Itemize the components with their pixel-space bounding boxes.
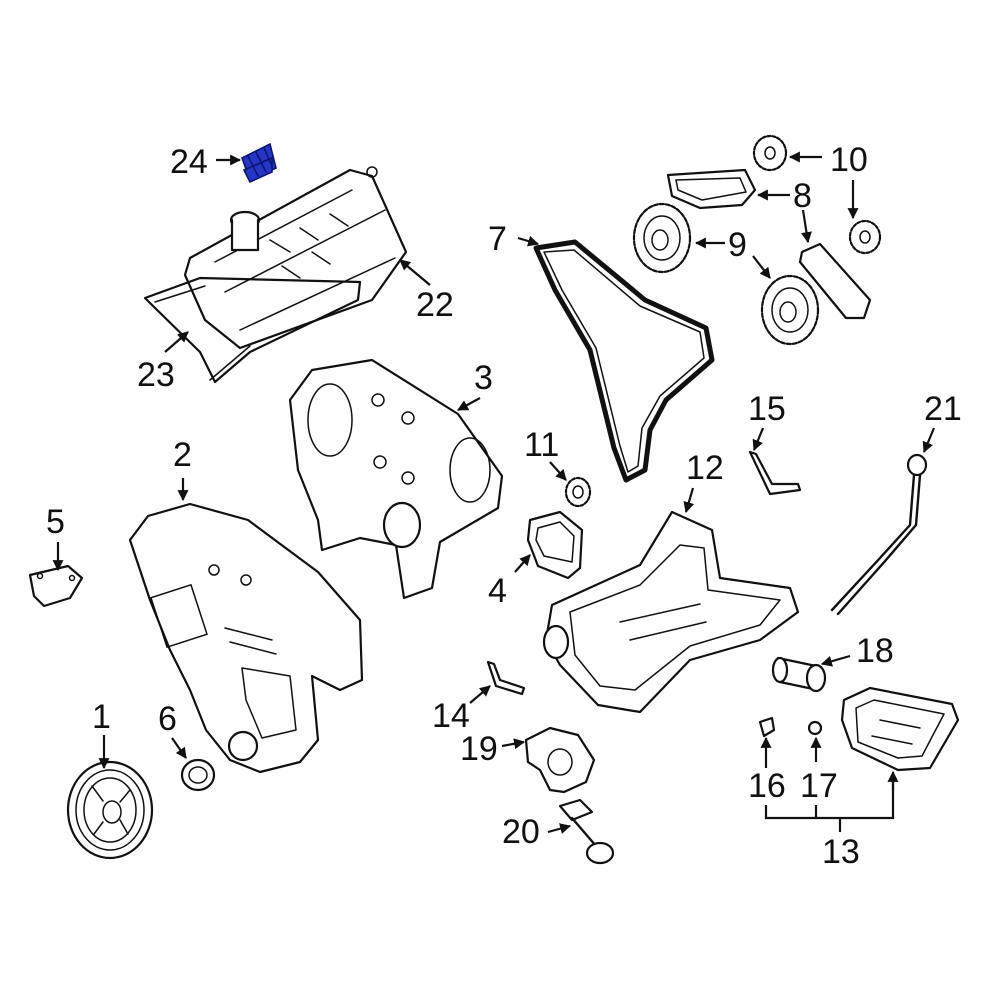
callout-8[interactable]: 8: [793, 177, 812, 215]
callout-6[interactable]: 6: [158, 700, 177, 738]
vvt-sprocket-upper-part[interactable]: [632, 202, 692, 274]
callout-23[interactable]: 23: [137, 356, 175, 394]
callout-2[interactable]: 2: [173, 436, 192, 474]
oil-filler-cap-part[interactable]: [241, 142, 277, 184]
crankshaft-pulley-part[interactable]: [66, 760, 154, 860]
callout-5[interactable]: 5: [46, 503, 65, 541]
callout-14[interactable]: 14: [432, 697, 470, 735]
callout-19[interactable]: 19: [460, 730, 498, 768]
callout-labels: 24 22 23 3 2 5 1 6 7 8 9 10 11 4 12 15 2…: [46, 141, 962, 871]
callout-12[interactable]: 12: [686, 449, 724, 487]
camshaft-sprocket-upper-part[interactable]: [752, 134, 788, 172]
vvt-sprocket-lower-part[interactable]: [760, 274, 820, 346]
callout-13[interactable]: 13: [822, 833, 860, 871]
drain-plug-washer-part[interactable]: [807, 720, 823, 736]
timing-chain-part[interactable]: [533, 239, 715, 483]
callout-3[interactable]: 3: [474, 359, 493, 397]
water-pump-cover-part[interactable]: [526, 510, 584, 580]
callout-15[interactable]: 15: [748, 390, 786, 428]
callout-10[interactable]: 10: [830, 141, 868, 179]
oil-filter-part[interactable]: [771, 656, 827, 693]
oil-pan-lower-part[interactable]: [840, 686, 960, 772]
callout-24[interactable]: 24: [170, 143, 208, 181]
callout-1[interactable]: 1: [92, 698, 111, 736]
valve-cover-gasket-part[interactable]: [143, 276, 362, 384]
callout-4[interactable]: 4: [488, 572, 507, 610]
oil-pan-upper-part[interactable]: [542, 510, 800, 714]
callout-22[interactable]: 22: [416, 286, 454, 324]
oil-dipstick-part[interactable]: [830, 453, 928, 616]
callout-20[interactable]: 20: [502, 813, 540, 851]
chain-guide-part[interactable]: [666, 168, 757, 210]
oil-pump-part[interactable]: [524, 726, 596, 794]
callout-17[interactable]: 17: [800, 767, 838, 805]
front-oil-seal-part[interactable]: [180, 758, 216, 792]
drain-plug-part[interactable]: [758, 716, 776, 738]
bracket-part[interactable]: [486, 660, 526, 696]
crankshaft-sprocket-part[interactable]: [564, 476, 592, 508]
chain-tensioner-guide-part[interactable]: [798, 242, 872, 320]
callout-leaders: [52, 151, 936, 834]
callout-21[interactable]: 21: [924, 390, 962, 428]
callout-7[interactable]: 7: [488, 220, 507, 258]
callout-18[interactable]: 18: [856, 632, 894, 670]
baffle-plate-part[interactable]: [748, 450, 802, 496]
callout-11[interactable]: 11: [524, 426, 559, 464]
valve-cover-part[interactable]: [183, 166, 408, 350]
camshaft-sprocket-lower-part[interactable]: [848, 219, 882, 255]
timing-chain-case-inner-part[interactable]: [288, 358, 504, 600]
callout-16[interactable]: 16: [748, 767, 786, 805]
cover-plate-part[interactable]: [28, 564, 84, 608]
front-cover-part[interactable]: [128, 502, 364, 774]
callout-9[interactable]: 9: [728, 226, 747, 264]
oil-strainer-part[interactable]: [558, 798, 615, 865]
